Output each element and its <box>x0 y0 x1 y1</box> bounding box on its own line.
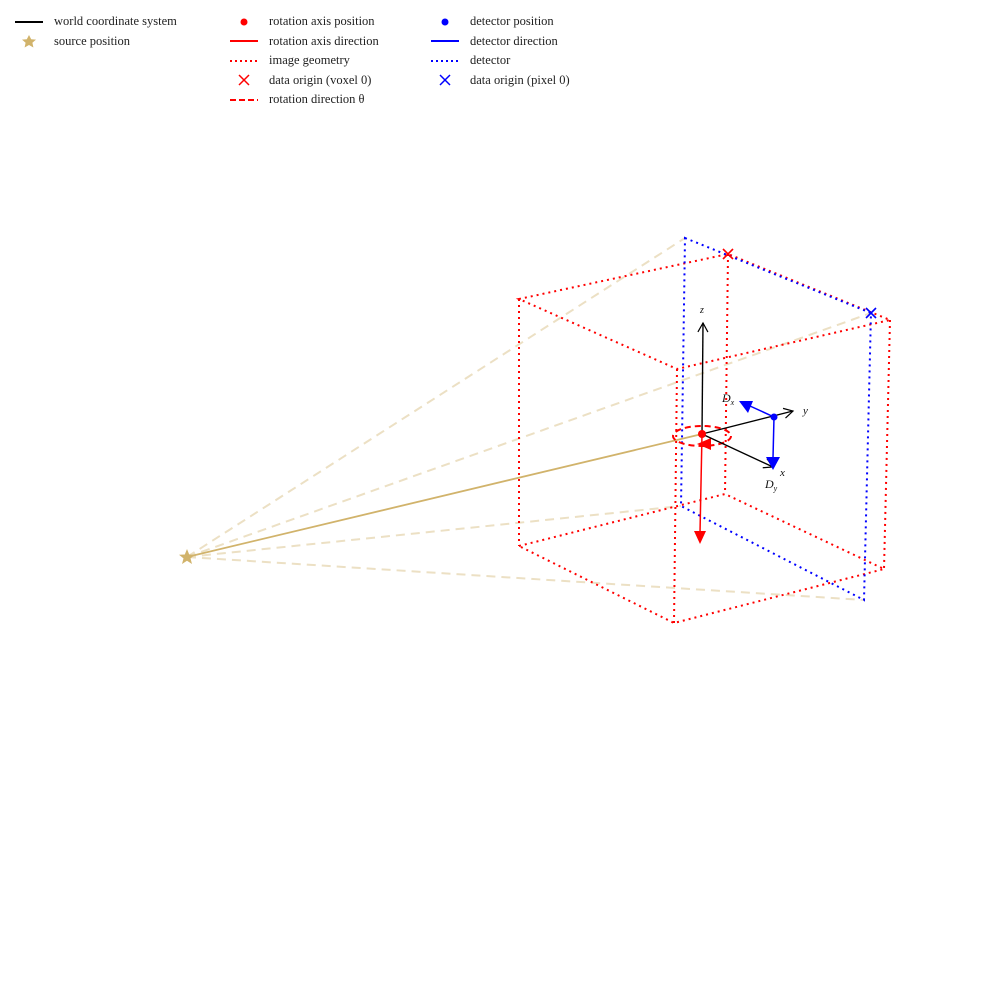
legend-label: rotation axis position <box>269 14 375 29</box>
central-ray <box>186 433 703 558</box>
source-star-icon <box>179 549 195 564</box>
legend-item-voxel-origin: data origin (voxel 0) <box>229 71 379 91</box>
legend-item-source-position: source position <box>14 32 177 52</box>
legend-item-detector: detector <box>430 51 570 71</box>
legend-item-pixel-origin: data origin (pixel 0) <box>430 71 570 91</box>
detector-position-dot <box>770 413 778 421</box>
y-axis-label: y <box>802 405 808 417</box>
dotted-line-icon <box>230 59 258 62</box>
world-coordinate-system <box>697 321 795 469</box>
legend-item-detector-direction: detector direction <box>430 32 570 52</box>
legend-label: detector position <box>470 14 554 29</box>
legend-item-detector-position: detector position <box>430 12 570 32</box>
detector-direction-dy <box>772 416 775 459</box>
legend-item-rotation-axis-position: rotation axis position <box>229 12 379 32</box>
solid-line-icon <box>15 20 43 23</box>
dashed-line-icon <box>230 98 258 101</box>
image-geometry-box <box>515 252 894 625</box>
detector-direction-dx <box>749 405 775 418</box>
cross-icon <box>439 74 451 86</box>
dy-label: Dy <box>764 477 778 493</box>
dotted-line-icon <box>431 59 459 62</box>
detector-outline <box>679 236 873 602</box>
pixel-origin-cross-icon <box>865 307 877 319</box>
dx-label: Dx <box>721 391 735 407</box>
legend-column-3: detector position detector direction det… <box>430 12 570 90</box>
dot-icon <box>240 18 248 26</box>
legend-label: data origin (pixel 0) <box>470 72 570 87</box>
rotation-axis-direction <box>699 433 703 534</box>
z-axis-label: z <box>699 305 704 316</box>
legend-label: rotation axis direction <box>269 33 379 48</box>
rotation-axis-position-dot <box>698 430 706 438</box>
legend-label: rotation direction θ <box>269 92 365 107</box>
legend-label: source position <box>54 33 131 48</box>
cross-icon <box>238 74 250 86</box>
dy-arrowhead-icon <box>766 457 780 470</box>
legend-item-rotation-axis-direction: rotation axis direction <box>229 32 379 52</box>
rotation-axis-arrowhead-icon <box>694 531 706 544</box>
legend-label: detector direction <box>470 33 558 48</box>
solid-line-icon <box>230 40 258 43</box>
legend-label: detector <box>470 53 511 68</box>
star-icon <box>22 35 36 48</box>
x-axis-label: x <box>779 467 785 479</box>
source-rays <box>186 237 872 601</box>
legend-item-world-coordinate-system: world coordinate system <box>14 12 177 32</box>
legend-item-image-geometry: image geometry <box>229 51 379 71</box>
dx-arrowhead-icon <box>739 401 753 413</box>
legend-item-rotation-direction: rotation direction θ <box>229 90 379 110</box>
legend-column-2: rotation axis position rotation axis dir… <box>229 12 379 110</box>
solid-line-icon <box>431 40 459 43</box>
legend-label: data origin (voxel 0) <box>269 72 372 87</box>
voxel-origin-cross-icon <box>722 248 734 260</box>
legend: world coordinate system source position … <box>0 8 989 118</box>
legend-label: image geometry <box>269 53 350 68</box>
legend-label: world coordinate system <box>54 14 177 29</box>
dot-icon <box>441 18 449 26</box>
legend-column-1: world coordinate system source position <box>14 12 177 51</box>
rotation-direction-arrowhead <box>697 438 711 450</box>
